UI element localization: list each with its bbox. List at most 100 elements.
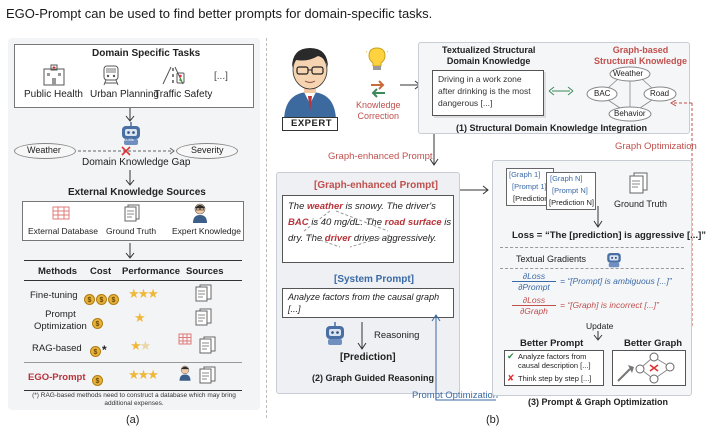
coin-icon: $ <box>96 294 107 305</box>
card-n-line: [Graph N] <box>550 174 583 183</box>
grad-prompt-den: ∂Prompt <box>518 282 550 292</box>
cost-coins: $* <box>90 341 107 359</box>
textualized-body-box <box>432 70 544 116</box>
external-database-label: External Database <box>28 226 98 236</box>
better-prompt-line2: Think step by step [...] <box>518 374 592 383</box>
graph-node-bac: BAC <box>594 89 611 98</box>
card-n <box>546 172 596 210</box>
card-1-line: [Graph 1] <box>509 170 541 179</box>
table-header-rule <box>24 280 242 281</box>
hospital-icon <box>43 64 65 86</box>
expert-avatar-icon <box>284 48 336 122</box>
grad-prompt-fraction: ∂Loss ∂Prompt <box>512 271 556 292</box>
expert-icon <box>179 365 191 381</box>
reasoning-arrow-icon <box>357 322 367 350</box>
gap-label: Domain Knowledge Gap <box>82 157 191 168</box>
prompt-optimization-label: Prompt Optimization <box>412 390 499 401</box>
domain-task-traffic-safety: Traffic Safety <box>154 89 213 100</box>
domain-tasks-box <box>14 44 254 108</box>
gep-box <box>282 195 454 263</box>
cost-coins: $ <box>92 313 104 331</box>
arrow-down-icon <box>125 108 135 122</box>
coin-icon: $ <box>84 294 95 305</box>
weather-node-label: Weather <box>27 145 61 155</box>
gep-driver: driver <box>324 233 352 244</box>
cross-icon: ✘ <box>507 373 515 383</box>
severity-node <box>176 143 238 159</box>
sys-text: Analyze factors from the causal graph [.… <box>288 292 440 314</box>
grad-graph-den: ∂Graph <box>520 306 548 316</box>
table-header-methods: Methods <box>38 266 78 277</box>
panel-b-divider <box>266 38 267 418</box>
source-doc-icon <box>195 284 212 302</box>
gep-text-part: is dry. The <box>288 217 452 244</box>
card-1-line: [Prediction 1] <box>513 194 557 203</box>
textual-gradients-label: Textual Gradients <box>516 254 587 264</box>
loss-rule <box>500 247 684 248</box>
database-icon <box>52 206 70 220</box>
knowledge-graph <box>586 66 677 122</box>
grad-prompt-rhs: = “[Prompt] is ambiguous [...]” <box>560 276 672 286</box>
textualized-body: Driving in a work zone after drinking is… <box>438 74 531 108</box>
graph-based-title: Graph-based Structural Knowledge <box>594 45 688 66</box>
flow-arrow-icon <box>460 185 489 195</box>
reasoning-label: Reasoning <box>374 330 420 341</box>
cost-asterisk: * <box>102 343 107 357</box>
loss-label: Loss = “The [prediction] is aggressive [… <box>512 230 707 241</box>
graph-enhanced-prompt-arrow-label: Graph-enhanced Prompt <box>328 151 433 162</box>
gep-text-part: is 40 mg/dL. The <box>308 217 385 228</box>
table-row-method: RAG-based <box>32 343 82 354</box>
table-header-sources: Sources <box>186 266 224 277</box>
better-prompt-box <box>504 350 604 386</box>
expert-knowledge-label: Expert Knowledge <box>172 226 241 236</box>
arrow-down-icon <box>593 206 603 228</box>
performance-stars: ★★★ <box>128 286 159 301</box>
gep-weather: weather <box>307 201 343 212</box>
exchange-arrows-icon <box>371 80 385 98</box>
performance-stars: ★★ <box>130 338 151 353</box>
table-row-method: Prompt Optimization <box>34 309 87 332</box>
ground-truth-icon <box>124 204 140 222</box>
prompt-optimization-loop <box>431 314 496 401</box>
card-1-line: [Prompt 1] <box>512 182 547 191</box>
check-icon: ✔ <box>507 351 515 361</box>
bidirectional-arrow-icon <box>548 86 574 96</box>
robot-llms-label: LLMs <box>124 137 134 142</box>
panel-a-label: (a) <box>126 414 140 426</box>
grad-graph-num: ∂Loss <box>512 295 556 306</box>
table-header-performance: Performance <box>122 266 181 277</box>
performance-stars: ★★★ <box>128 367 159 382</box>
flow-arrow-icon <box>429 134 439 166</box>
graph-node-weather: Weather <box>613 69 644 78</box>
sys-title: [System Prompt] <box>334 274 415 285</box>
table-top-rule <box>24 260 242 261</box>
source-doc-icon <box>199 336 216 354</box>
robot-icon <box>607 253 621 268</box>
grad-graph-rhs: = “[Graph] is incorrect [...]” <box>560 300 659 310</box>
robot-icon <box>122 122 140 145</box>
arrow-down-icon <box>125 243 135 259</box>
gradients-rule <box>500 268 684 269</box>
table-row-rule <box>24 362 242 363</box>
ground-truth-label: Ground Truth <box>106 226 157 236</box>
domain-task-urban-planning: Urban Planning <box>90 89 159 100</box>
expert-icon <box>193 203 207 223</box>
coin-icon: $ <box>92 318 103 329</box>
gep-text-part: The <box>288 201 308 212</box>
cost-coins: $$$ <box>84 289 120 307</box>
graph-optimization-label: Graph Optimization <box>615 141 697 152</box>
table-row-method: Fine-tuning <box>30 290 78 301</box>
gep-text-part: drives aggressively. <box>351 233 437 244</box>
lightbulb-icon <box>366 46 388 70</box>
graph-optimization-loop <box>670 100 693 328</box>
header-caption: EGO-Prompt can be used to find better pr… <box>6 6 433 21</box>
card-n-line: [Prompt N] <box>552 186 588 195</box>
severity-node-label: Severity <box>191 145 224 155</box>
better-graph-diagram <box>617 352 675 384</box>
prediction-label: [Prediction] <box>340 352 396 363</box>
sys-box <box>282 288 454 318</box>
database-icon <box>178 333 192 345</box>
coin-icon: $ <box>92 375 103 386</box>
cost-coins: $ <box>92 370 104 388</box>
better-prompt-line1: Analyze factors from causal description … <box>518 352 591 370</box>
